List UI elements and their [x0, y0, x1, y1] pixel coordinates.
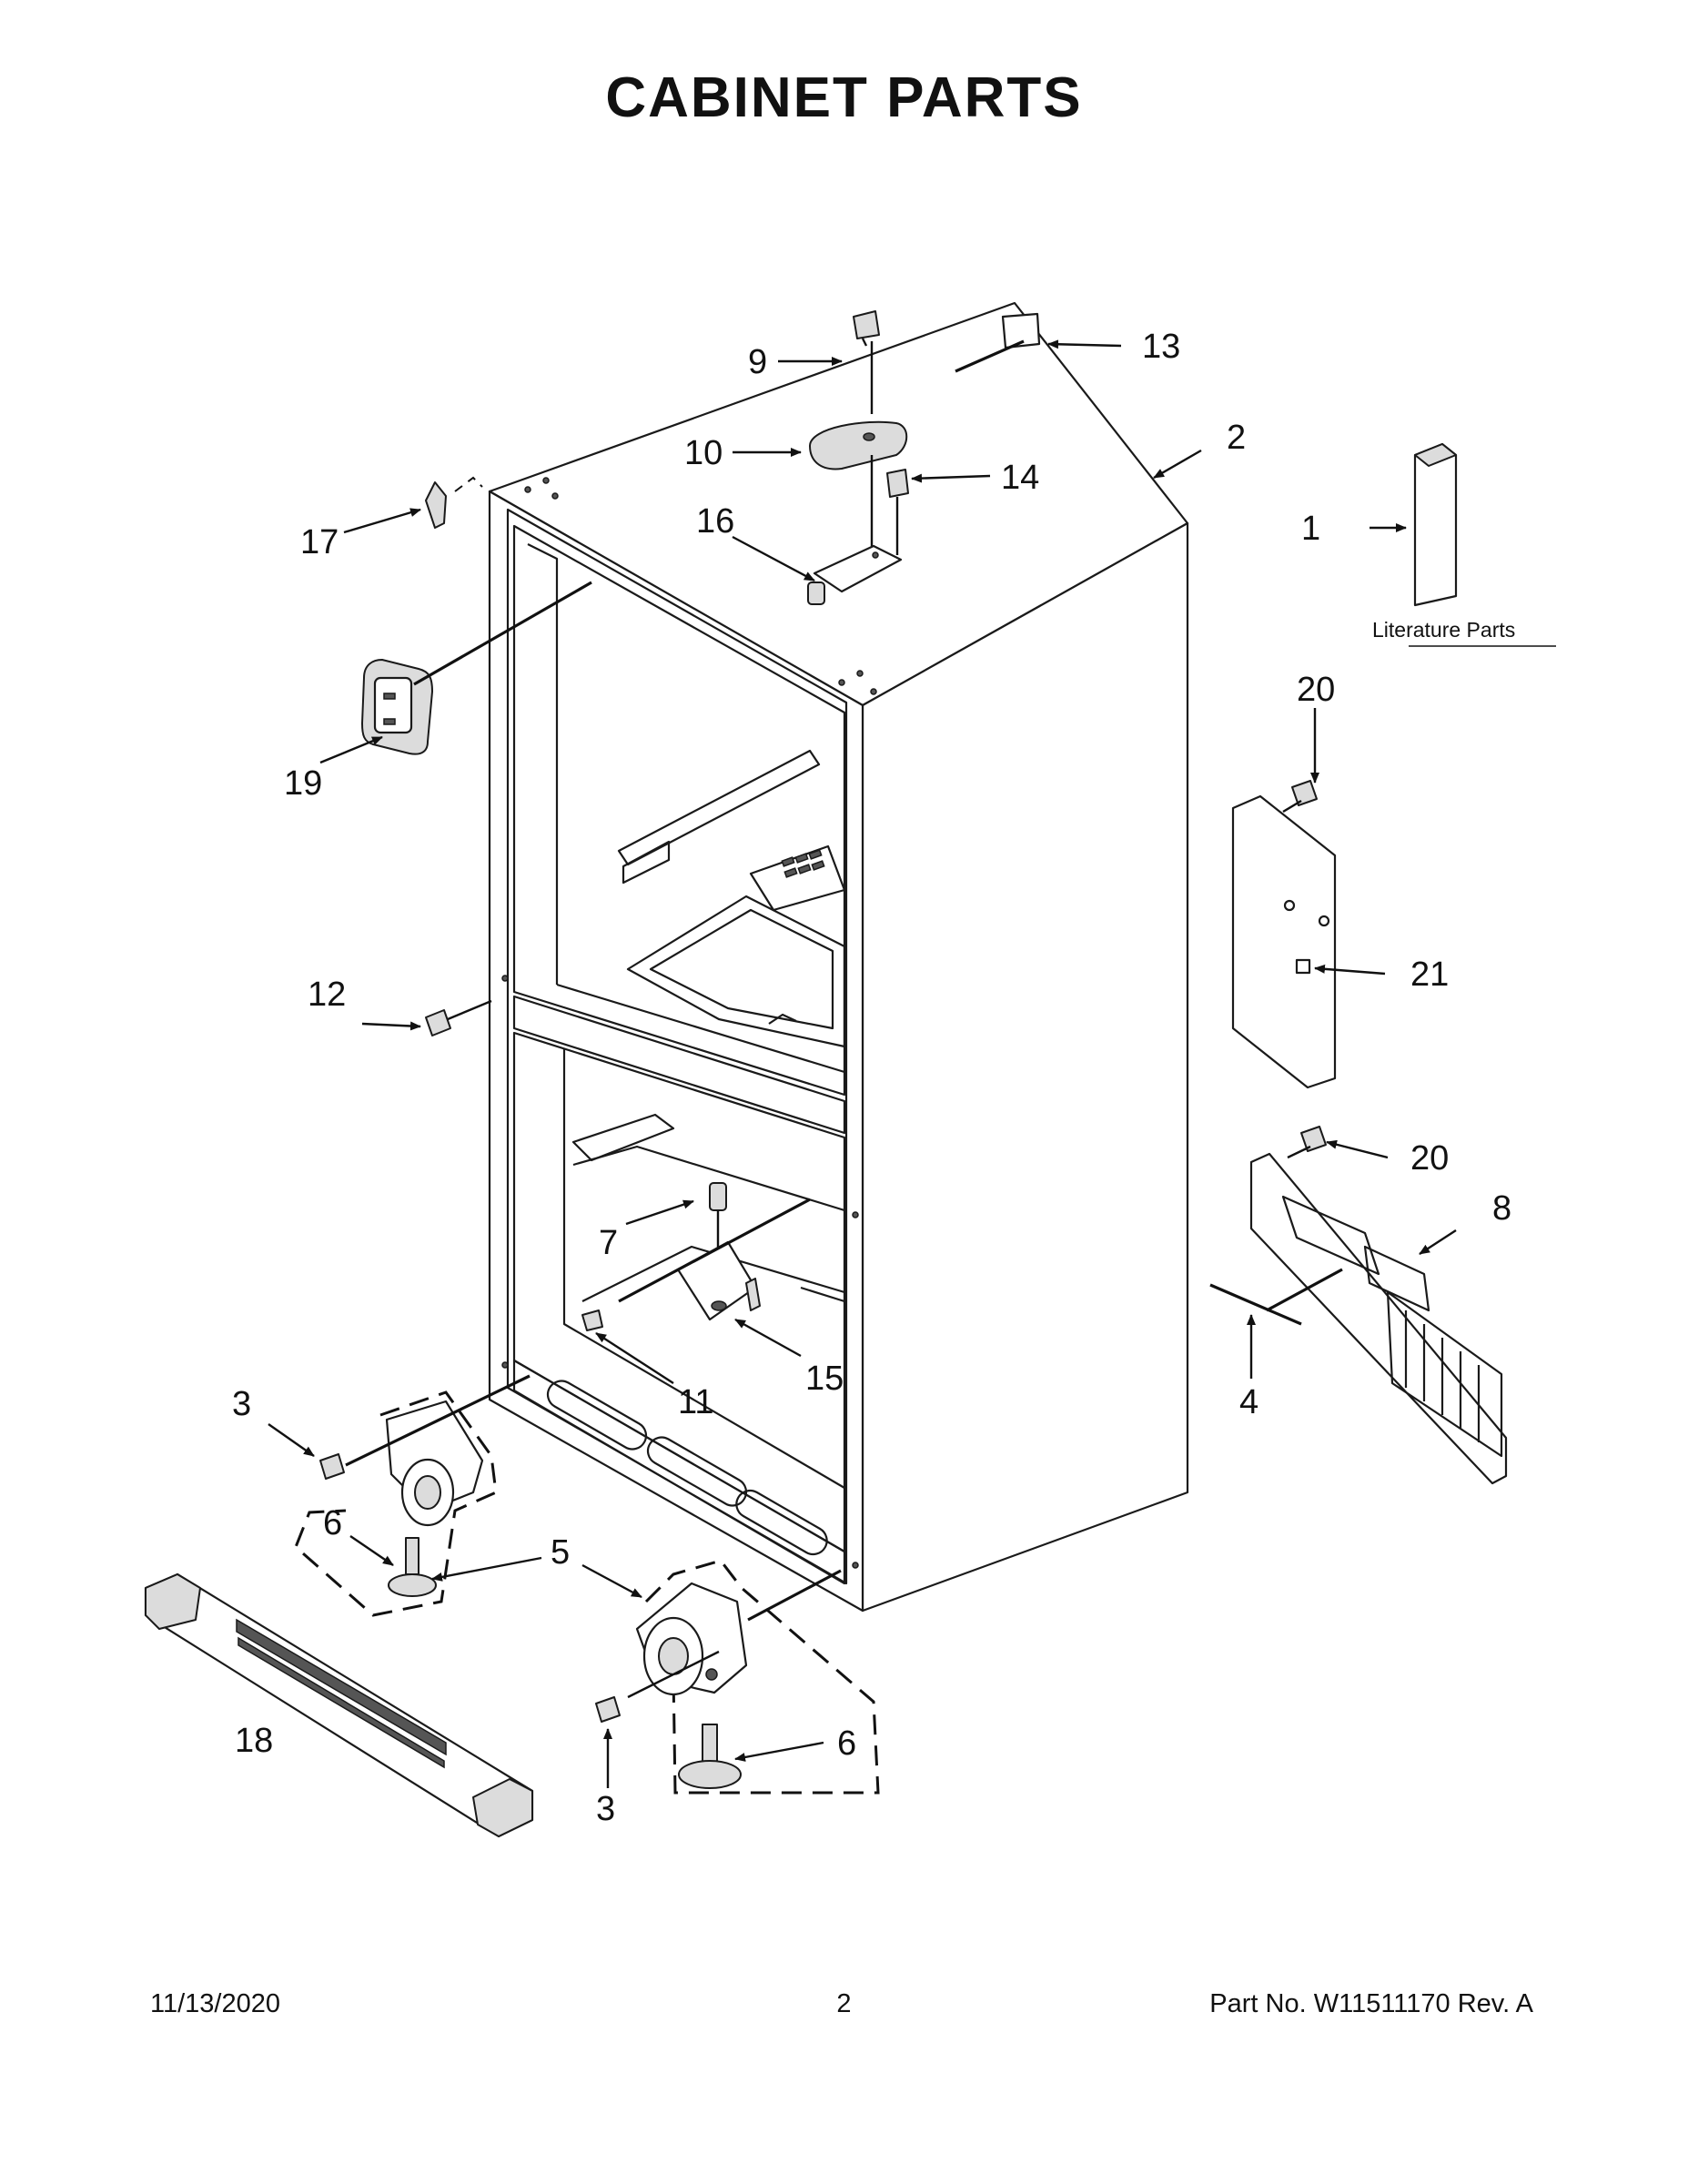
callout-7: 7 [599, 1224, 618, 1262]
callout-12: 12 [308, 976, 346, 1014]
rear-panel [1231, 780, 1337, 1089]
callout-11: 11 [678, 1383, 713, 1421]
literature-parts [1409, 442, 1556, 647]
callout-17: 17 [300, 523, 339, 561]
cabinet [488, 301, 1189, 1613]
literature-parts-label: Literature Parts [1372, 618, 1515, 642]
callout-8: 8 [1492, 1189, 1511, 1228]
leader-arrows [268, 339, 1457, 1788]
callout-3-right: 3 [596, 1790, 615, 1828]
callout-6-right: 6 [837, 1724, 856, 1763]
page-title: CABINET PARTS [605, 66, 1083, 129]
base-grille [144, 1572, 534, 1838]
machine-compartment-cover [1209, 1126, 1508, 1485]
callout-16: 16 [696, 502, 734, 541]
callout-6-left: 6 [323, 1504, 342, 1542]
side-hinge-parts [361, 476, 592, 755]
right-roller-assembly [595, 1559, 880, 1795]
callout-15: 15 [805, 1360, 844, 1398]
screw-12 [425, 999, 492, 1036]
callout-2: 2 [1227, 419, 1246, 457]
footer-date: 11/13/2020 [150, 1989, 280, 2018]
callout-13: 13 [1142, 328, 1180, 366]
callout-1: 1 [1301, 510, 1320, 548]
callout-labels: 1 2 3 3 4 5 6 6 7 8 9 10 11 12 13 14 15 … [232, 328, 1515, 1828]
callout-9: 9 [748, 343, 767, 381]
footer-part-number: Part No. W11511170 Rev. A [1209, 1989, 1533, 2018]
callout-19: 19 [284, 764, 322, 803]
callout-21: 21 [1410, 956, 1449, 994]
callout-3-left: 3 [232, 1385, 251, 1423]
callout-20-bottom: 20 [1410, 1139, 1449, 1178]
lower-hinge-bracket [581, 1182, 811, 1331]
callout-18: 18 [235, 1722, 273, 1760]
callout-20-top: 20 [1297, 671, 1335, 709]
callout-14: 14 [1001, 459, 1039, 497]
left-roller-assembly [294, 1374, 531, 1617]
tape-13 [955, 312, 1041, 373]
callout-10: 10 [684, 434, 723, 472]
callout-4: 4 [1239, 1383, 1258, 1421]
footer-page-number: 2 [836, 1989, 852, 2018]
callout-5: 5 [551, 1533, 570, 1572]
top-hinge-assembly [807, 310, 909, 605]
